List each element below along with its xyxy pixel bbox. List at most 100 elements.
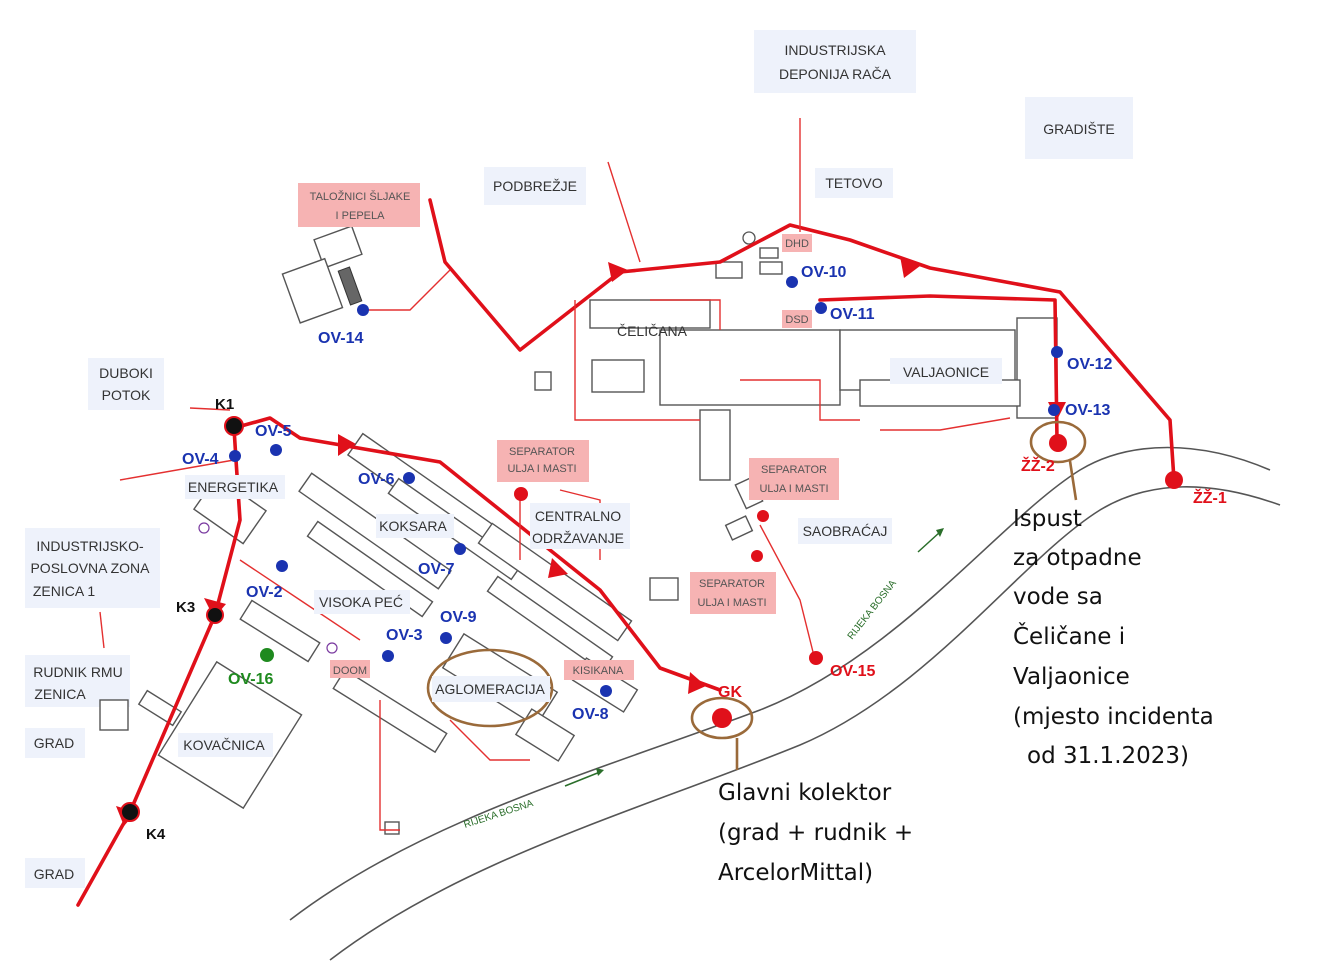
annotation-ispust-4: Čeličane i (1013, 622, 1125, 650)
river-bank-north (289, 446, 1271, 921)
facility-box-valjaonice (890, 358, 1002, 384)
marker-ov3 (382, 650, 394, 662)
facility-label-separator3-2: ULJA I MASTI (697, 597, 766, 609)
marker-separator3 (751, 550, 763, 562)
facility-label-dsd: DSD (785, 314, 808, 326)
zz2-callout-line (1068, 460, 1078, 501)
marker-ov7 (454, 543, 466, 555)
marker-ov9 (440, 632, 452, 644)
facility-label-separator2-2: ULJA I MASTI (759, 483, 828, 495)
north-loop (428, 198, 1176, 482)
facility-label-doom: DOOM (333, 665, 367, 677)
area-box-deponija (754, 30, 916, 93)
marker-ov2 (276, 560, 288, 572)
buildings-north (281, 225, 1058, 601)
point-label-ov13: OV-13 (1065, 402, 1110, 419)
point-label-zz1: ŽŽ-1 (1193, 488, 1227, 507)
annotation-glavni-2: (grad + rudnik + (718, 820, 913, 846)
area-label-deponija-1: INDUSTRIJSKA (784, 42, 886, 58)
river-bank-south (329, 486, 1281, 961)
point-label-gk: GK (718, 684, 742, 701)
area-label-duboki-1: DUBOKI (99, 365, 153, 381)
area-box-gradiste (1025, 97, 1133, 159)
river-flow-arrow-2 (917, 531, 941, 553)
point-label-ov3: OV-3 (386, 627, 423, 644)
marker-ov6 (403, 472, 415, 484)
facility-label-energetika: ENERGETIKA (188, 479, 279, 495)
area-label-grad-lower: GRAD (34, 866, 74, 882)
point-label-ov14: OV-14 (318, 330, 363, 347)
facility-label-talozniki-1: TALOŽNICI ŠLJAKE (310, 190, 411, 203)
point-label-ov6: OV-6 (358, 471, 395, 488)
main-collector-diagonal (298, 436, 722, 692)
facility-label-centralno-2: ODRŽAVANJE (532, 530, 624, 546)
area-label-ind-3: ZENICA 1 (33, 583, 95, 599)
monitoring-markers (120, 276, 1183, 822)
point-label-k1: K1 (215, 396, 234, 413)
area-label-rudnik-2: ZENICA (34, 686, 86, 702)
annotation-ispust: Ispust za otpadne vode sa Čeličane i Val… (1013, 506, 1214, 769)
facility-label-aglomeracija: AGLOMERACIJA (435, 681, 545, 697)
marker-ov12 (1051, 346, 1063, 358)
facility-label-separator3-1: SEPARATOR (699, 578, 765, 590)
facility-label-visoka-pec: VISOKA PEĆ (319, 594, 403, 610)
gk-highlight-ring (690, 696, 754, 740)
point-label-ov5: OV-5 (255, 423, 292, 440)
river-flow-arrowhead-2 (936, 528, 944, 537)
area-box-rudnik (25, 655, 130, 707)
area-label-duboki-2: POTOK (102, 387, 151, 403)
area-box-grad-upper (25, 728, 85, 758)
area-label-ind-2: POSLOVNA ZONA (30, 560, 150, 576)
point-label-ov8: OV-8 (572, 706, 609, 723)
area-box-duboki-potok (88, 358, 164, 410)
area-box-tetovo (815, 168, 893, 198)
marker-k4 (120, 802, 140, 822)
facility-label-valjaonice: VALJAONICE (903, 364, 989, 380)
marker-ov11 (815, 302, 827, 314)
annotation-glavni-1: Glavni kolektor (718, 780, 892, 806)
river-label-1: RIJEKA BOSNA (463, 798, 535, 831)
point-label-ov7: OV-7 (418, 561, 455, 578)
annotation-ispust-7: od 31.1.2023) (1027, 743, 1189, 769)
marker-ov15 (809, 651, 823, 665)
facility-box-energetika (185, 475, 285, 499)
marker-ov14 (357, 304, 369, 316)
area-label-tetovo: TETOVO (825, 175, 882, 191)
facility-label-separator2-1: SEPARATOR (761, 464, 827, 476)
marker-ov13 (1048, 404, 1060, 416)
marker-zz2 (1049, 434, 1067, 452)
facility-label-kovacnica: KOVAČNICA (183, 737, 265, 753)
facility-label-koksara: KOKSARA (379, 518, 447, 534)
annotation-glavni-3: ArcelorMittal) (718, 860, 873, 886)
point-label-ov2: OV-2 (246, 584, 283, 601)
annotation-ispust-3: vode sa (1013, 584, 1103, 610)
area-label-podbrezje: PODBREŽJE (493, 178, 577, 194)
facility-label-kisikana: KISIKANA (573, 665, 624, 677)
area-label-gradiste: GRADIŠTE (1043, 121, 1115, 137)
marker-gk (712, 708, 732, 728)
point-label-ov4: OV-4 (182, 451, 219, 468)
main-collector-k1-link (232, 416, 302, 440)
marker-zz1 (1165, 471, 1183, 489)
point-label-ov9: OV-9 (440, 609, 477, 626)
area-box-podbrezje (484, 167, 586, 205)
marker-k3 (206, 606, 224, 624)
annotation-glavni: Glavni kolektor (grad + rudnik + Arcelor… (718, 780, 913, 886)
marker-ov5 (270, 444, 282, 456)
facility-label-dhd: DHD (785, 238, 809, 250)
marker-k1 (224, 416, 244, 436)
aglomeracija-highlight-ring (426, 648, 554, 728)
pipeline-network (76, 118, 1176, 907)
point-label-ov10: OV-10 (801, 264, 846, 281)
valjaonice-line (818, 294, 1059, 442)
point-label-k3: K3 (176, 599, 195, 616)
buildings-plant (99, 432, 639, 835)
facility-label-celicana: ČELIČANA (617, 323, 688, 339)
area-box-industrijsko (25, 528, 160, 608)
area-label-ind-1: INDUSTRIJSKO- (36, 538, 144, 554)
marker-ov8 (600, 685, 612, 697)
marker-ov4 (229, 450, 241, 462)
point-label-ov15: OV-15 (830, 663, 875, 680)
annotation-ispust-6: (mjesto incidenta (1013, 704, 1214, 730)
